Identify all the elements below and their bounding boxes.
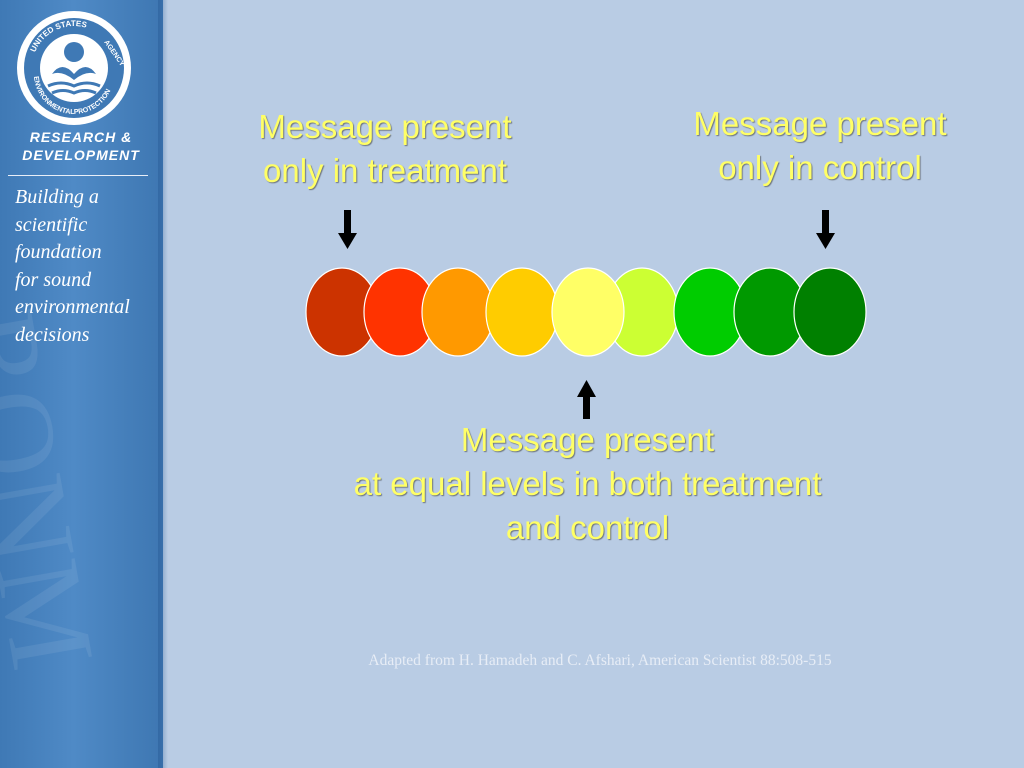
source-credit: Adapted from H. Hamadeh and C. Afshari, …: [368, 652, 832, 669]
org-line-2: DEVELOPMENT: [22, 147, 140, 163]
arrow-up-equal-icon: [577, 380, 596, 419]
scale-circle-3: [421, 267, 495, 357]
label-only-in-control: Message present only in control: [693, 105, 947, 186]
sidebar-tagline: Building a scientific foundation for sou…: [15, 186, 130, 346]
label-equal-levels: Message present at equal levels in both …: [353, 421, 822, 546]
arrow-down-treatment-icon: [338, 210, 357, 249]
epa-seal-logo: UNITED STATES ENVIRONMENTAL PROTECTION A…: [17, 11, 131, 125]
org-line-1: RESEARCH &: [29, 129, 133, 145]
arrow-down-control-icon: [816, 210, 835, 249]
color-scale: [305, 267, 867, 357]
research-development-heading: RESEARCH & DEVELOPMENT: [6, 128, 156, 164]
sidebar-edge-shadow: [158, 0, 168, 768]
sidebar-divider: [8, 175, 148, 176]
sidebar: RONM UNITED STATES ENVIRONMENTAL PROTECT…: [0, 0, 163, 768]
scale-circle-9: [793, 267, 867, 357]
scale-circle-5: [551, 267, 625, 357]
label-only-in-treatment: Message present only in treatment: [258, 108, 512, 189]
scale-circle-4: [485, 267, 559, 357]
